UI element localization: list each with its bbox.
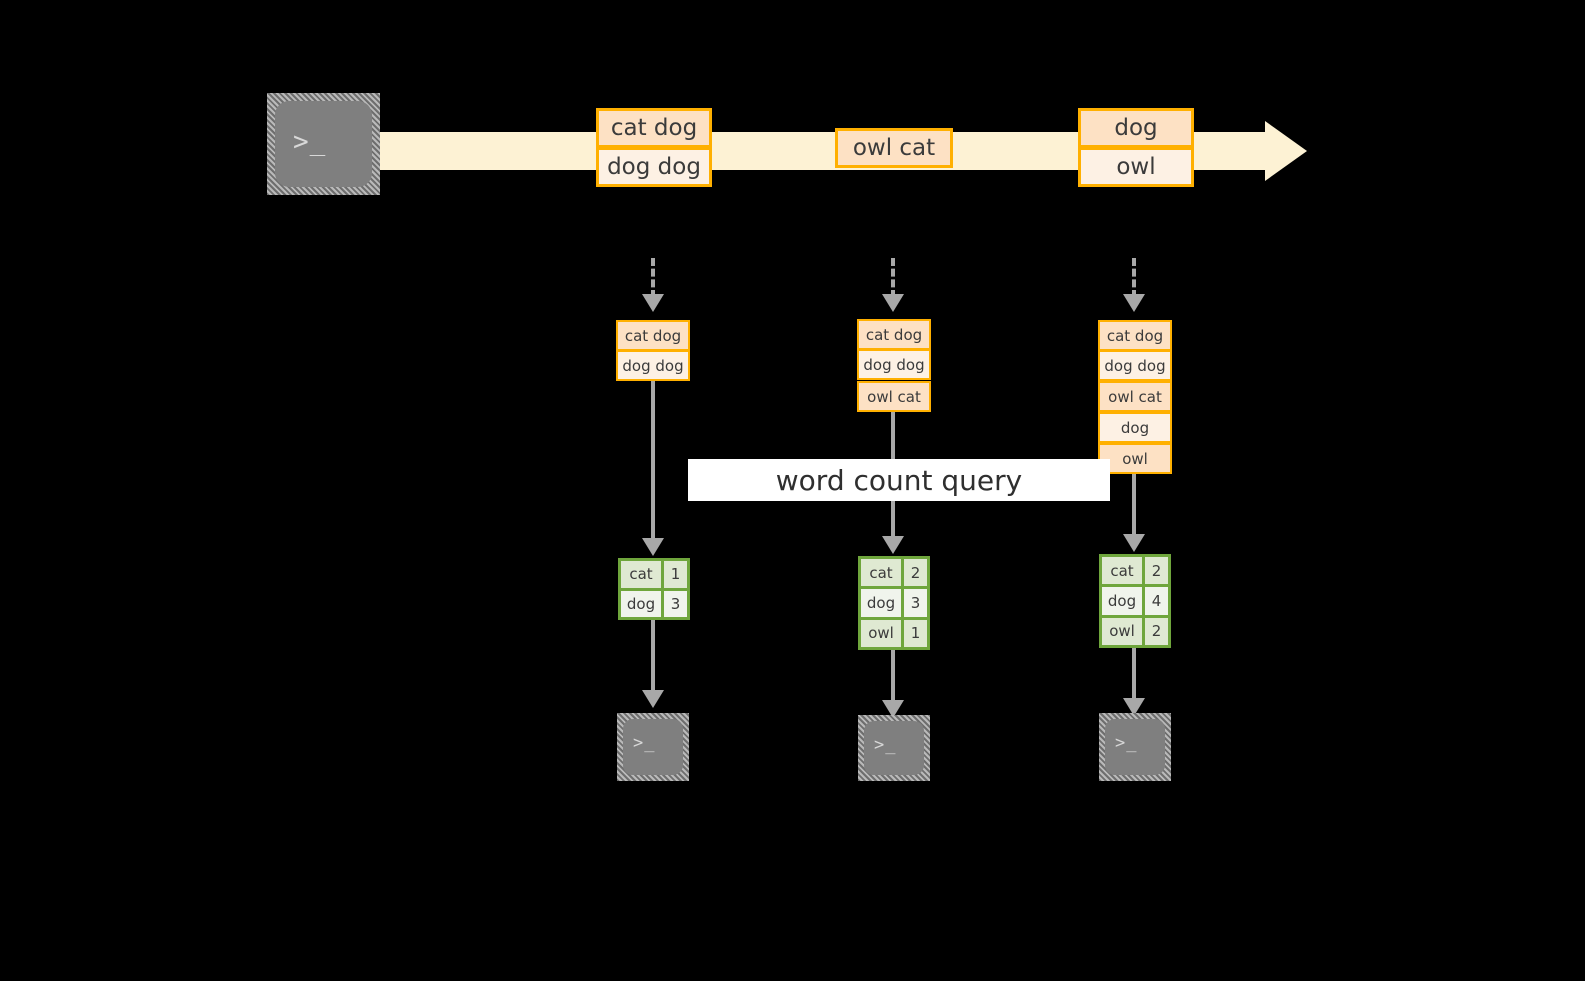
terminal-prompt-label: >_	[1115, 733, 1138, 753]
table-row: dog 3	[621, 587, 687, 617]
snapshot-event-box[interactable]: owl cat	[1098, 381, 1172, 412]
result-word-cell: dog	[1102, 584, 1145, 615]
snapshot-event-box[interactable]: cat dog	[857, 319, 931, 350]
result-count-cell: 2	[904, 559, 927, 587]
result-to-consumer-connector	[651, 620, 655, 692]
stream-event-box[interactable]: dog dog	[596, 147, 712, 187]
terminal-screen: >_	[275, 101, 372, 187]
result-table[interactable]: cat 2 dog 4 owl 2	[1099, 554, 1171, 648]
result-count-cell: 4	[1145, 584, 1168, 615]
dashed-connector-arrow-head	[882, 294, 904, 312]
terminal-prompt-label: >_	[874, 735, 897, 755]
result-count-cell: 2	[1145, 614, 1168, 645]
result-count-cell: 3	[664, 587, 687, 617]
snapshot-to-result-connector	[651, 381, 655, 541]
producer-terminal-icon[interactable]: >_	[267, 93, 380, 195]
stream-event-box[interactable]: owl	[1078, 147, 1194, 187]
terminal-prompt-label: >_	[633, 733, 656, 753]
table-row: dog 4	[1102, 584, 1168, 615]
result-count-cell: 1	[664, 561, 687, 588]
consumer-terminal-icon[interactable]: >_	[858, 715, 930, 781]
snapshot-event-box[interactable]: dog	[1098, 412, 1172, 443]
result-to-consumer-arrow-head	[1123, 698, 1145, 716]
result-to-consumer-arrow-head	[882, 700, 904, 718]
table-row: cat 2	[861, 559, 927, 587]
snapshot-event-box[interactable]: dog dog	[1098, 350, 1172, 381]
snapshot-event-box[interactable]: dog dog	[857, 349, 931, 380]
result-to-consumer-connector	[1132, 648, 1136, 706]
terminal-screen: >_	[623, 719, 683, 775]
terminal-screen: >_	[1105, 719, 1165, 775]
snapshot-to-result-arrow-head	[882, 536, 904, 554]
query-label: word count query	[688, 459, 1110, 501]
dashed-connector	[1132, 258, 1136, 298]
terminal-prompt-label: >_	[293, 127, 327, 157]
result-word-cell: dog	[861, 586, 904, 617]
stream-event-box[interactable]: cat dog	[596, 108, 712, 148]
result-word-cell: owl	[1102, 614, 1145, 645]
snapshot-event-box[interactable]: owl	[1098, 443, 1172, 474]
result-count-cell: 1	[904, 616, 927, 647]
result-word-cell: cat	[621, 561, 664, 588]
snapshot-event-box[interactable]: cat dog	[1098, 320, 1172, 351]
result-table[interactable]: cat 1 dog 3	[618, 558, 690, 620]
snapshot-event-box[interactable]: cat dog	[616, 320, 690, 351]
consumer-terminal-icon[interactable]: >_	[617, 713, 689, 781]
result-word-cell: cat	[861, 559, 904, 587]
result-word-cell: cat	[1102, 557, 1145, 585]
snapshot-event-box[interactable]: dog dog	[616, 350, 690, 381]
dashed-connector	[891, 258, 895, 298]
result-word-cell: dog	[621, 587, 664, 617]
table-row: owl 2	[1102, 614, 1168, 645]
stream-event-box[interactable]: owl cat	[835, 128, 953, 168]
snapshot-to-result-arrow-head	[1123, 534, 1145, 552]
stream-event-box[interactable]: dog	[1078, 108, 1194, 148]
table-row: cat 1	[621, 561, 687, 588]
snapshot-event-box[interactable]: owl cat	[857, 381, 931, 412]
dashed-connector-arrow-head	[1123, 294, 1145, 312]
result-to-consumer-arrow-head	[642, 690, 664, 708]
table-row: dog 3	[861, 586, 927, 617]
result-count-cell: 3	[904, 586, 927, 617]
snapshot-to-result-connector	[1132, 474, 1136, 537]
result-word-cell: owl	[861, 616, 904, 647]
consumer-terminal-icon[interactable]: >_	[1099, 713, 1171, 781]
result-table[interactable]: cat 2 dog 3 owl 1	[858, 556, 930, 650]
table-row: cat 2	[1102, 557, 1168, 585]
table-row: owl 1	[861, 616, 927, 647]
terminal-screen: >_	[864, 721, 924, 775]
stream-arrow-head	[1265, 121, 1307, 181]
dashed-connector-arrow-head	[642, 294, 664, 312]
dashed-connector	[651, 258, 655, 298]
result-count-cell: 2	[1145, 557, 1168, 585]
result-to-consumer-connector	[891, 650, 895, 708]
snapshot-to-result-arrow-head	[642, 538, 664, 556]
